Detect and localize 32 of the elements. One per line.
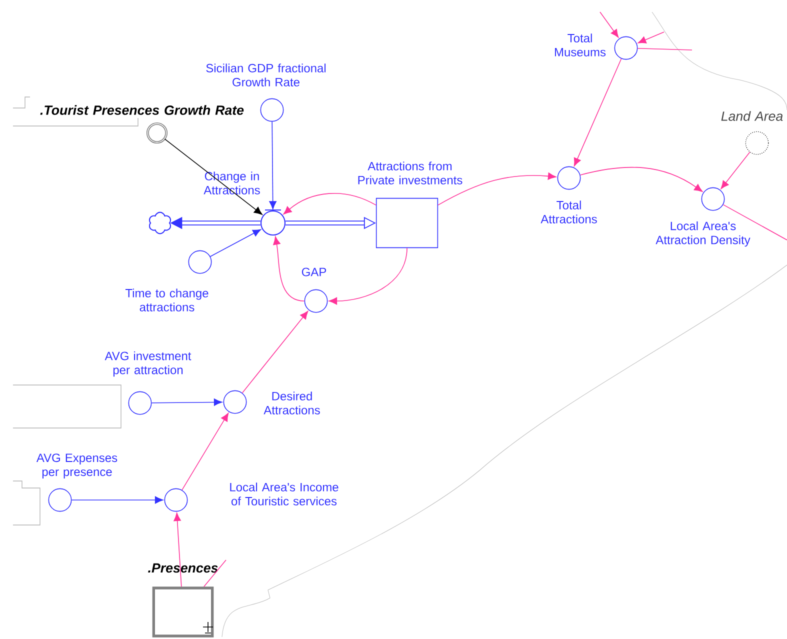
node-label: Time to change attractions <box>125 288 208 312</box>
node-label: AVG Expenses per presence <box>36 454 118 478</box>
node-label: AVG investment per attraction <box>104 351 192 377</box>
node-label: Total Museums <box>554 34 606 56</box>
node-label: Desired Attractions <box>264 392 320 414</box>
node-label: .Tourist Presences Growth Rate <box>40 105 244 115</box>
connector-arrow <box>283 193 376 214</box>
connector-arrow <box>273 236 305 302</box>
connector-arrow <box>600 12 619 38</box>
stock-box: Attractions from Private investments <box>358 162 462 248</box>
connector-arrow <box>328 248 408 305</box>
cloud-symbol <box>148 212 172 234</box>
connector-arrow <box>164 138 262 215</box>
connector-arrow <box>242 310 308 394</box>
node-label: Local Area's Income of Touristic services <box>230 482 338 506</box>
connector-arrow <box>574 58 622 166</box>
connector-arrow <box>720 152 750 190</box>
node-label: Total Attractions <box>540 200 597 224</box>
node-label: Sicilian GDP fractional Growth Rate <box>206 64 326 86</box>
connector-arrow <box>151 398 222 406</box>
connector-arrow <box>580 166 703 192</box>
connector-arrow <box>182 412 229 490</box>
connector-arrow <box>210 229 262 257</box>
connector-arrow <box>638 32 664 44</box>
connector-arrow <box>438 172 556 206</box>
node-label: Attractions from Private investments <box>358 162 462 184</box>
node-label: Land Area <box>721 111 783 121</box>
node-label: Local Area's Attraction Density <box>656 221 750 247</box>
connector-arrow <box>269 121 276 210</box>
connector-arrow <box>71 496 164 504</box>
node-label: GAP <box>302 268 326 276</box>
connector-arrow <box>174 512 182 588</box>
